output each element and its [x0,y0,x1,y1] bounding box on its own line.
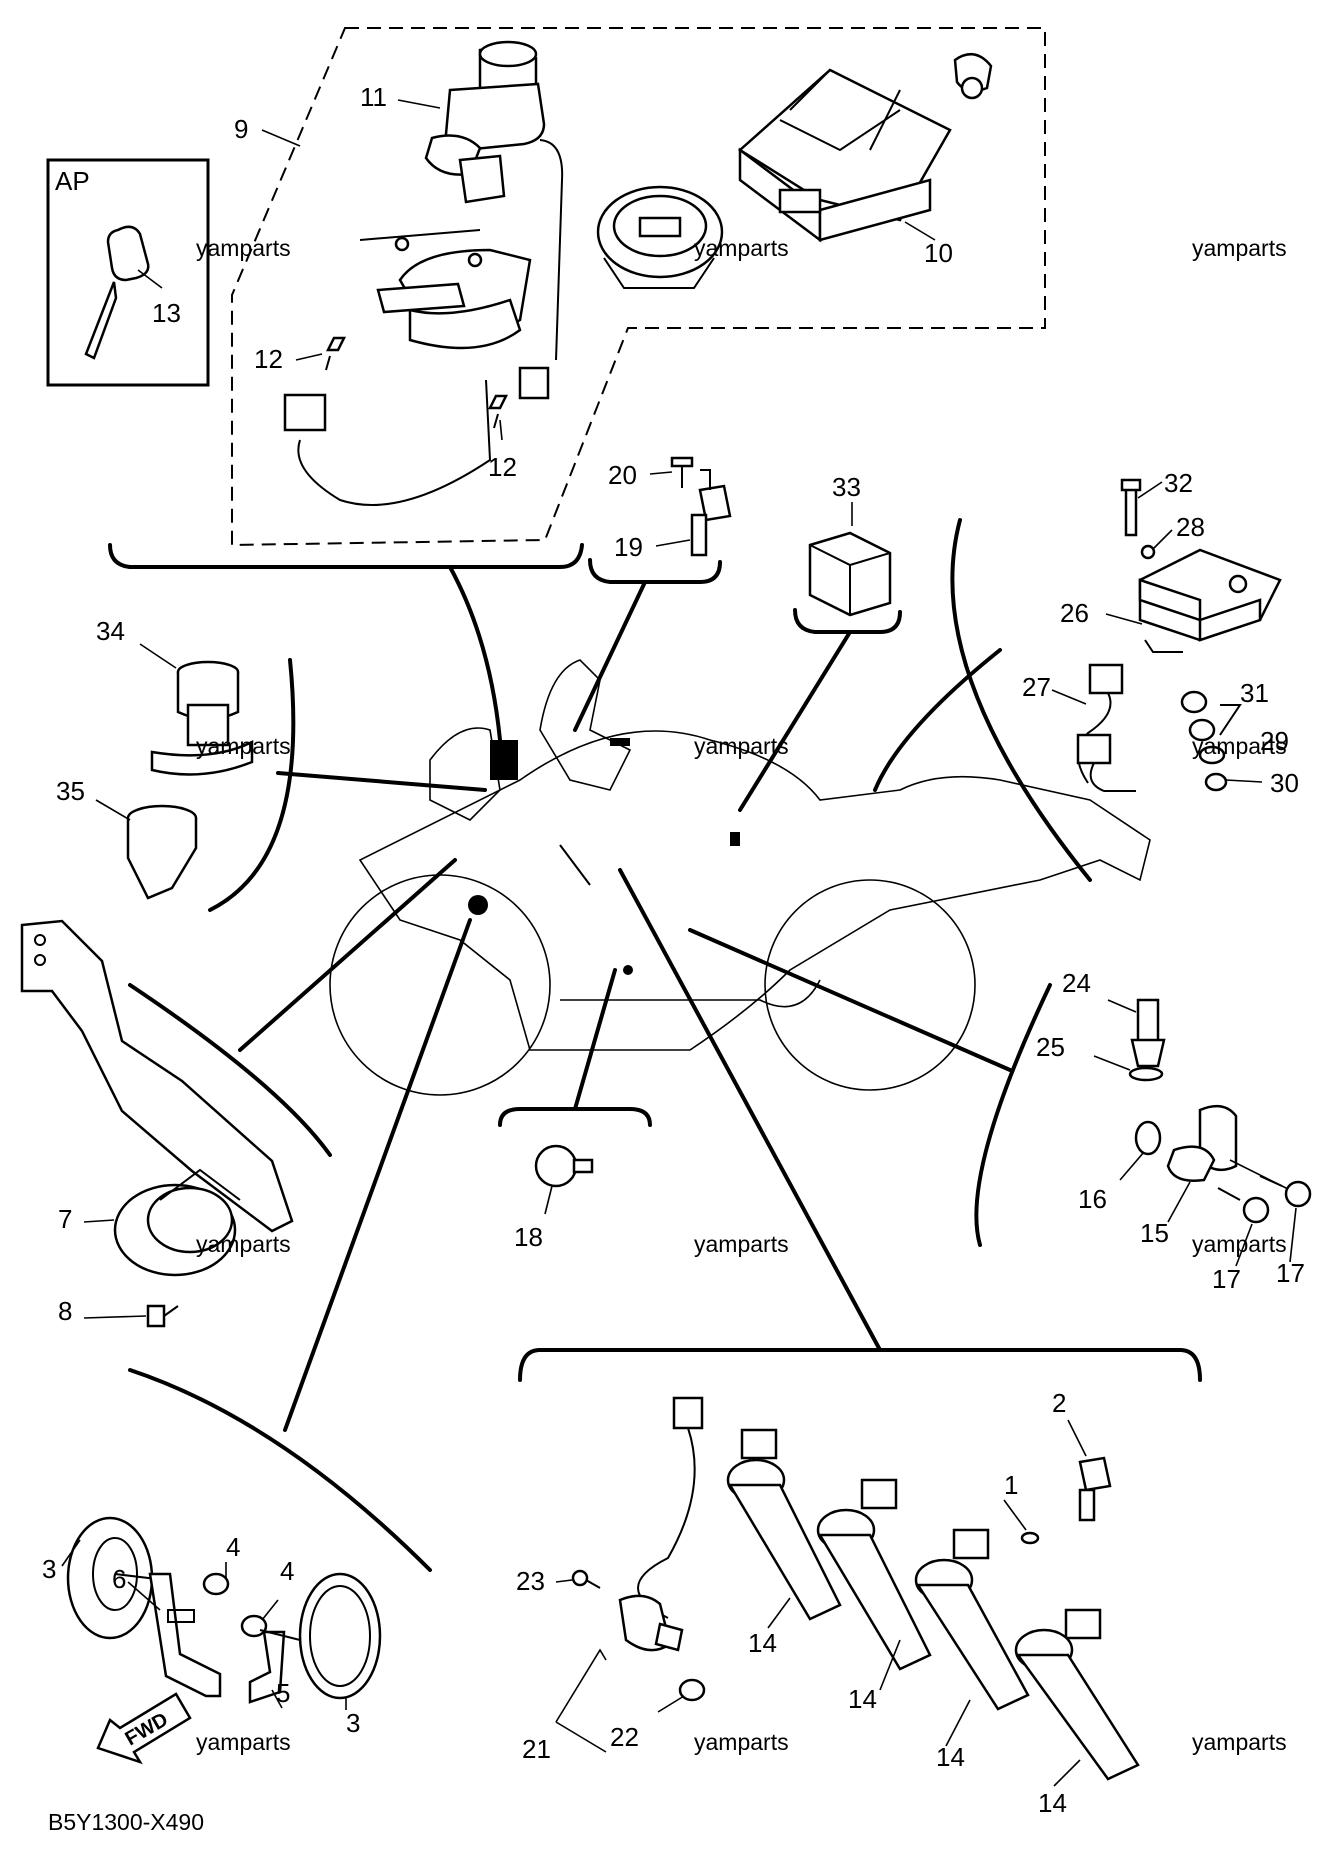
watermark: yamparts [694,1231,789,1257]
callout-2: 2 [1052,1388,1066,1418]
callout-24: 24 [1062,968,1091,998]
callout-17a: 17 [1212,1264,1241,1294]
callout-25: 25 [1036,1032,1065,1062]
temp-sensor-icon [1128,998,1166,1082]
ignition-coil-icon [1014,1608,1140,1781]
watermark: yamparts [1192,235,1287,261]
callout-28: 28 [1176,512,1205,542]
watermark: yamparts [196,1729,291,1755]
ap-key-box: AP [46,158,210,387]
nut-icon [202,1572,230,1596]
pressure-sensor-icon [1020,1456,1112,1545]
callout-34: 34 [96,616,125,646]
callout-35: 35 [56,776,85,806]
callout-20: 20 [608,460,637,490]
callout-3b: 3 [346,1708,360,1738]
diagram-code: B5Y1300-X490 [48,1809,204,1835]
callout-32: 32 [1164,468,1193,498]
watermark: yamparts [694,1729,789,1755]
callout-16: 16 [1078,1184,1107,1214]
relay-icon [808,531,892,617]
callout-lines [108,518,1202,1572]
callout-33: 33 [832,472,861,502]
motorcycle-outline [329,659,1151,1096]
callout-18: 18 [514,1222,543,1252]
callout-1: 1 [1004,1470,1018,1500]
watermark: yamparts [196,1231,291,1257]
screw-icon [325,336,347,371]
screw-icon [571,1569,601,1589]
fwd-arrow-icon: FWD [96,1692,192,1765]
callout-4a: 4 [226,1532,240,1562]
sensor-module-icon [1138,548,1282,653]
callout-14d: 14 [1038,1788,1067,1818]
callout-13: 13 [152,298,181,328]
callout-8: 8 [58,1296,72,1326]
callout-21: 21 [522,1734,551,1764]
bolt-icon [1120,478,1142,537]
ignition-coil-icon [914,1528,1030,1711]
sensor-19-icon [690,469,732,557]
callout-12a: 12 [254,344,283,374]
callout-22: 22 [610,1722,639,1752]
horn-icon [113,1168,241,1277]
ap-label: AP [55,166,90,196]
callout-14c: 14 [936,1742,965,1772]
pressure-switch-icon [534,1144,594,1188]
callout-numbers: 1 2 3 3 4 4 5 6 7 8 9 10 11 12 12 13 14 … [42,82,1305,1818]
socket-cap-icon [126,804,198,900]
watermark: yamparts [196,235,291,261]
crank-sensor-icon [1134,1104,1291,1191]
callout-10: 10 [924,238,953,268]
accessory-socket-icon [150,660,254,776]
watermark: yamparts [1192,1729,1287,1755]
grommet-icon [1180,690,1242,742]
callout-31: 31 [1240,678,1269,708]
bracket-icon [953,53,993,100]
callout-14b: 14 [848,1684,877,1714]
screw-icon [670,456,694,488]
watermark: yamparts [1192,733,1287,759]
callout-9: 9 [234,114,248,144]
callout-12b: 12 [488,452,517,482]
callout-11: 11 [360,82,387,112]
callout-29: 29 [1260,726,1289,756]
callout-4b: 4 [280,1556,294,1586]
key-icon [84,225,150,360]
horn-bracket-6-icon [148,1572,222,1698]
callout-17b: 17 [1276,1258,1305,1288]
callout-5: 5 [276,1678,290,1708]
ecu-icon [737,68,952,243]
watermark: yamparts [196,733,291,759]
callout-6: 6 [112,1564,126,1594]
horn-3b-icon [259,1572,382,1700]
bolt-icon [146,1304,179,1328]
fuel-cap-icon [596,185,724,289]
o2-sensor-icon [618,1396,706,1702]
callout-19: 19 [614,532,643,562]
screw-icon [487,394,509,429]
callout-23: 23 [516,1566,545,1596]
callout-14a: 14 [748,1628,777,1658]
callout-30: 30 [1270,768,1299,798]
nut-icon [1204,772,1228,792]
callout-27: 27 [1022,672,1051,702]
ignition-coil-icon [726,1428,842,1621]
callout-15: 15 [1140,1218,1169,1248]
bolt-icon [1217,1175,1312,1224]
watermarks: yamparts yamparts yamparts yamparts yamp… [196,235,1287,1755]
callout-3a: 3 [42,1554,56,1584]
callout-26: 26 [1060,598,1089,628]
watermark: yamparts [694,235,789,261]
main-switch-group [231,27,1046,547]
ignition-switch-icon [283,40,564,506]
ignition-coil-icon [816,1478,932,1671]
horn-bracket-5-icon [248,1630,286,1704]
wire-harness-icon [1076,663,1136,792]
watermark: yamparts [1192,1231,1287,1257]
watermark: yamparts [694,733,789,759]
callout-7: 7 [58,1204,72,1234]
horn-bracket-icon [20,919,294,1233]
